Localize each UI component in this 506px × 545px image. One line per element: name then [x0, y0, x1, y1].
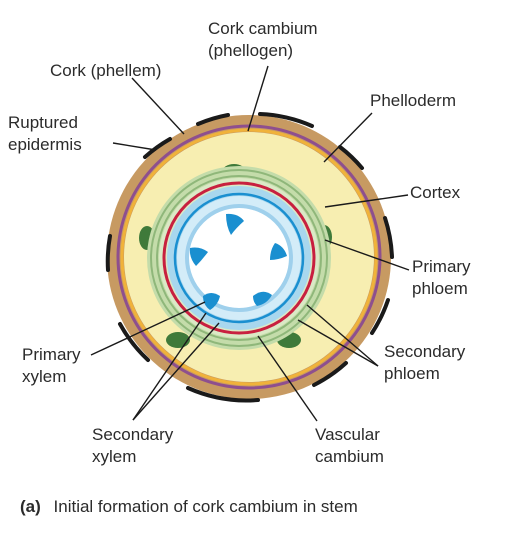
primary-xylem-wedge [189, 247, 208, 266]
leader-lines [90, 65, 410, 422]
leader-cork-cambium [247, 65, 269, 132]
pith [189, 208, 289, 308]
epidermis-fragment [196, 113, 230, 126]
epidermis-fragment [258, 112, 314, 128]
ruptured-epidermis-fragments [105, 112, 394, 403]
caption-text: Initial formation of cork cambium in ste… [54, 497, 358, 516]
primary-phloem-cap [166, 332, 190, 348]
leader-primary-phloem [324, 239, 410, 271]
caption-tag: (a) [20, 497, 41, 516]
secondary-phloem-outer-line [150, 169, 328, 347]
primary-xylem-wedge [226, 213, 244, 235]
figure-caption: (a) Initial formation of cork cambium in… [20, 497, 358, 516]
caption-line: (a) Initial formation of cork cambium in… [20, 497, 358, 516]
primary-xylem-wedge [253, 291, 272, 306]
leader-ruptured-epidermis [112, 142, 157, 151]
primary-xylem-wedge [270, 243, 287, 260]
primary-xylem-wedge [203, 293, 220, 310]
leader-vascular-cambium [257, 335, 318, 422]
pith-border [185, 204, 293, 312]
epidermis-fragment [118, 322, 150, 362]
label-ruptured-epidermis: Ruptured epidermis [8, 113, 83, 154]
label-secondary-xylem: Secondary xylem [92, 425, 178, 466]
epidermis-fragment [383, 216, 394, 259]
label-primary-xylem: Primary xylem [22, 345, 85, 386]
epidermis-fragment [105, 234, 112, 272]
leader-cortex [324, 194, 409, 208]
label-vascular-cambium: Vascular cambium [315, 425, 385, 466]
leader-primary-xylem [90, 301, 206, 356]
leader-secondary-phloem-2 [297, 319, 379, 367]
label-phelloderm: Phelloderm [370, 91, 456, 110]
epidermis-fragment [370, 298, 390, 335]
secondary-phloem-inner-line [156, 175, 322, 341]
epidermis-fragment [186, 386, 260, 403]
label-secondary-phloem: Secondary phloem [384, 342, 470, 383]
vascular-cambium-ring [162, 181, 316, 335]
epidermis-fragment [338, 145, 364, 170]
label-cork: Cork (phellem) [50, 61, 161, 80]
leader-secondary-xylem-2 [132, 322, 220, 421]
primary-xylem-wedges [189, 213, 287, 310]
label-cork-cambium: Cork cambium (phellogen) [208, 19, 322, 60]
leader-secondary-phloem-1 [306, 304, 379, 367]
label-cortex: Cortex [410, 183, 461, 202]
leader-cork [131, 77, 185, 135]
epidermis-fragment [143, 137, 172, 159]
leader-secondary-xylem-1 [132, 312, 207, 421]
secondary-xylem-inner-line [173, 192, 305, 324]
stem-cross-section [105, 112, 394, 403]
labels: Cork cambium (phellogen) Cork (phellem) … [8, 19, 475, 466]
label-primary-phloem: Primary phloem [412, 257, 475, 298]
epidermis-fragment [312, 361, 348, 387]
leader-phelloderm [323, 112, 373, 163]
